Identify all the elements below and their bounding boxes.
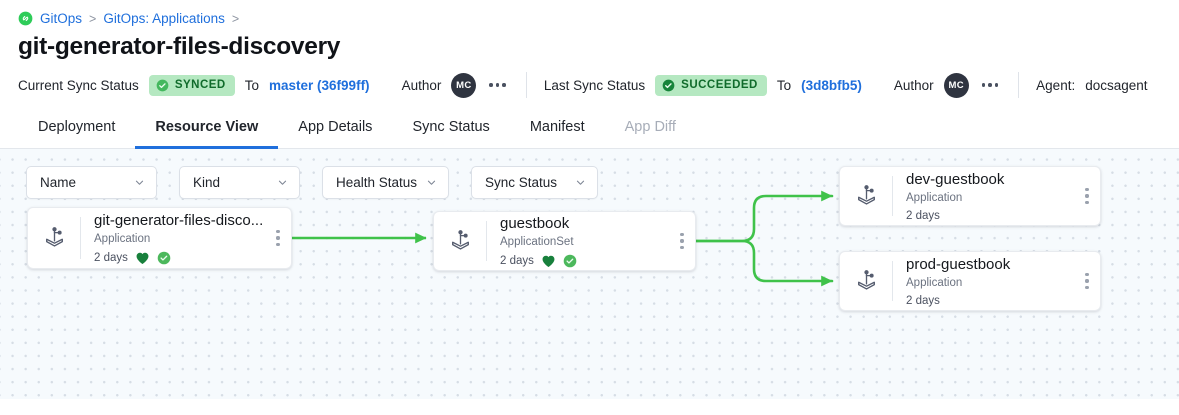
current-sync-status-badge: SYNCED <box>148 74 235 96</box>
current-revision-link[interactable]: master (36f99ff) <box>269 77 370 93</box>
tab-deployment[interactable]: Deployment <box>38 119 116 135</box>
graph-node-guestbook[interactable]: guestbook ApplicationSet 2 days <box>433 211 696 271</box>
resource-graph-canvas[interactable]: Name Kind Health Status Sync Status <box>0 149 1179 399</box>
graph-edges <box>292 190 834 287</box>
node-icon-wrap <box>840 269 892 294</box>
check-circle-icon <box>662 79 675 91</box>
check-circle-icon <box>156 79 169 91</box>
last-to-label: To <box>776 77 792 93</box>
agent-label: Agent: <box>1036 77 1076 93</box>
last-sync-status-label: Last Sync Status <box>543 77 646 93</box>
node-icon-wrap <box>434 229 486 254</box>
filter-health-status-label: Health Status <box>336 175 418 190</box>
node-age: 2 days <box>94 251 128 264</box>
last-sync-status-badge: SUCCEEDED <box>655 74 767 96</box>
filter-name-select[interactable]: Name <box>26 166 157 199</box>
breadcrumb-separator: > <box>231 11 240 26</box>
divider <box>525 72 527 98</box>
node-icon-wrap <box>28 226 80 251</box>
node-more-options-icon[interactable] <box>1074 272 1100 290</box>
argo-application-icon <box>857 184 875 205</box>
node-icon-wrap <box>840 184 892 209</box>
filter-name-label: Name <box>40 175 77 190</box>
argo-application-icon <box>45 226 63 247</box>
tab-sync-status[interactable]: Sync Status <box>412 119 490 135</box>
current-more-options-icon[interactable] <box>486 79 509 91</box>
filter-health-status-select[interactable]: Health Status <box>322 166 449 199</box>
node-kind: Application <box>94 233 151 246</box>
node-body: dev-guestbook Application 2 days <box>893 162 1074 229</box>
tab-app-details[interactable]: App Details <box>298 119 373 135</box>
chevron-down-icon <box>576 180 585 185</box>
current-to-label: To <box>244 77 260 93</box>
agent-value: docsagent <box>1085 77 1148 93</box>
node-title: guestbook <box>500 215 570 233</box>
current-sync-status-badge-label: SYNCED <box>174 79 226 91</box>
last-revision-link[interactable]: (3d8bfb5) <box>801 77 862 93</box>
argo-application-icon <box>857 269 875 290</box>
filter-sync-status-select[interactable]: Sync Status <box>471 166 598 199</box>
graph-node-prod-guestbook[interactable]: prod-guestbook Application 2 days <box>839 251 1101 311</box>
tab-bar: Deployment Resource View App Details Syn… <box>0 109 1179 149</box>
divider <box>80 217 81 259</box>
node-body: guestbook ApplicationSet 2 days <box>487 206 669 275</box>
last-sync-status-badge-label: SUCCEEDED <box>681 79 758 91</box>
chevron-down-icon <box>135 180 144 185</box>
divider <box>892 261 893 301</box>
tab-manifest[interactable]: Manifest <box>529 119 585 135</box>
node-meta: 2 days <box>906 210 1074 222</box>
node-kind: Application <box>906 192 963 205</box>
tab-resource-view[interactable]: Resource View <box>135 109 279 149</box>
chevron-down-icon <box>278 180 287 185</box>
avatar[interactable]: MC <box>943 72 969 98</box>
node-kind: ApplicationSet <box>500 236 574 249</box>
breadcrumb-item-gitops-applications[interactable]: GitOps: Applications <box>103 11 225 26</box>
node-body: git-generator-files-disco... Application… <box>81 203 265 272</box>
node-kind: Application <box>906 277 963 290</box>
node-meta: 2 days <box>906 295 1074 307</box>
breadcrumb: GitOps > GitOps: Applications > <box>0 0 1179 26</box>
node-body: prod-guestbook Application 2 days <box>893 247 1074 314</box>
gitops-icon <box>18 11 33 26</box>
sync-status-icon <box>563 254 577 268</box>
edge-guestbook-to-prod <box>694 239 834 287</box>
page-title: git-generator-files-discovery <box>18 33 341 60</box>
last-more-options-icon[interactable] <box>979 79 1002 91</box>
divider <box>1018 72 1020 98</box>
tab-app-diff: App Diff <box>624 119 676 135</box>
node-title: prod-guestbook <box>906 256 1011 274</box>
node-age: 2 days <box>906 294 940 307</box>
node-meta: 2 days <box>500 254 669 268</box>
node-age: 2 days <box>906 209 940 222</box>
node-age: 2 days <box>500 254 534 267</box>
breadcrumb-separator: > <box>89 11 97 26</box>
last-author-label: Author <box>893 77 934 93</box>
argo-applicationset-icon <box>451 229 469 250</box>
filter-sync-status-label: Sync Status <box>485 175 558 190</box>
divider <box>486 221 487 261</box>
filter-kind-label: Kind <box>193 175 221 190</box>
filter-kind-select[interactable]: Kind <box>179 166 300 199</box>
sync-status-icon <box>157 251 171 265</box>
node-more-options-icon[interactable] <box>1074 187 1100 205</box>
graph-node-git-generator-files-discovery[interactable]: git-generator-files-disco... Application… <box>27 207 292 269</box>
edge-guestbook-to-dev <box>694 190 834 243</box>
health-heart-icon <box>542 255 555 267</box>
health-heart-icon <box>136 252 149 264</box>
node-title: dev-guestbook <box>906 171 1005 189</box>
node-title: git-generator-files-disco... <box>94 212 264 230</box>
avatar[interactable]: MC <box>451 72 477 98</box>
node-more-options-icon[interactable] <box>265 229 291 247</box>
node-more-options-icon[interactable] <box>669 232 695 250</box>
current-sync-status-label: Current Sync Status <box>18 77 139 93</box>
breadcrumb-item-gitops[interactable]: GitOps <box>40 11 83 26</box>
current-author-label: Author <box>401 77 442 93</box>
filter-bar: Name Kind Health Status Sync Status <box>26 166 598 199</box>
graph-node-dev-guestbook[interactable]: dev-guestbook Application 2 days <box>839 166 1101 226</box>
divider <box>892 176 893 216</box>
node-meta: 2 days <box>94 251 265 265</box>
status-bar: Current Sync Status SYNCED To master (36… <box>0 61 1179 109</box>
chevron-down-icon <box>427 180 436 185</box>
